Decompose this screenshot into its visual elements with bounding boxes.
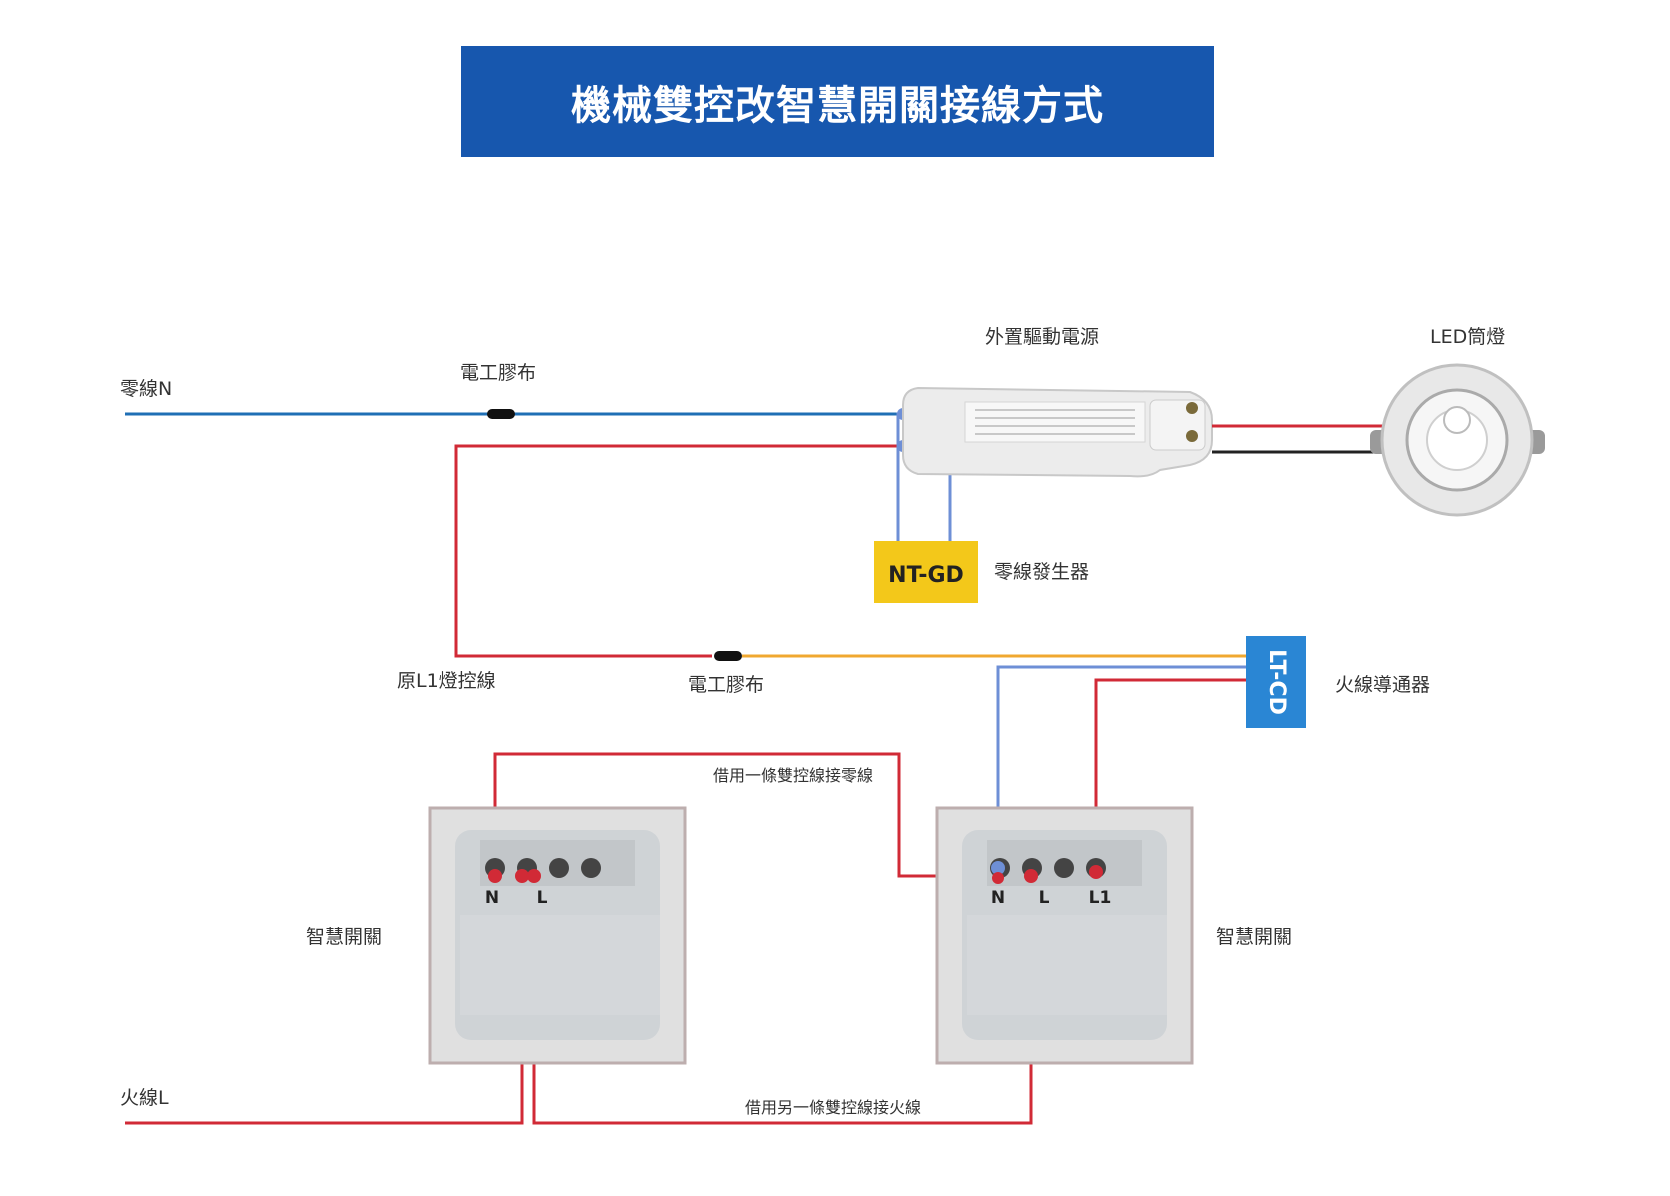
right-terminal-l1-dot (1089, 865, 1103, 879)
l1-control-wire-red (454, 444, 903, 658)
driver-label: 外置驅動電源 (985, 326, 1100, 348)
right-terminal-l-dot (1024, 869, 1038, 883)
ltcd-to-switch-neutral (996, 665, 1246, 868)
ntgd-wire-bottom (896, 444, 903, 541)
driver-screw-top (1186, 402, 1198, 414)
l1-control-label: 原L1燈控線 (397, 670, 496, 692)
ntgd-box (874, 541, 978, 603)
right-term-l1: L1 (1089, 888, 1112, 908)
title-banner: 機械雙控改智慧開關接線方式 (461, 46, 1214, 157)
borrow-neutral-label: 借用一條雙控線接零線 (713, 766, 874, 785)
ltcd-desc-label: 火線導通器 (1335, 674, 1431, 696)
smart-switch-right: N L L1 (935, 806, 1194, 1065)
borrow-neutral-wire (493, 752, 998, 878)
smart-switch-left-label: 智慧開關 (306, 926, 383, 948)
borrow-live-label: 借用另一條雙控線接火線 (745, 1098, 922, 1117)
tape-mid-marker (714, 651, 742, 661)
tape-top-label: 電工膠布 (460, 362, 537, 384)
right-term-n: N (991, 888, 1005, 908)
right-terminal-n-red-dot (992, 872, 1004, 884)
right-term-l: L (1039, 888, 1050, 908)
left-terminal-n-dot (488, 869, 502, 883)
page-title: 機械雙控改智慧開關接線方式 (571, 82, 1104, 129)
tape-mid-label: 電工膠布 (688, 674, 765, 696)
left-terminal-l-dot-a (515, 869, 529, 883)
left-terminal-l-dot-b (527, 869, 541, 883)
smart-switch-right-label: 智慧開關 (1216, 926, 1293, 948)
led-downlight (1370, 363, 1545, 517)
ntgd-desc-label: 零線發生器 (994, 561, 1090, 583)
ntgd-label: NT-GD (888, 563, 964, 588)
neutral-wire-label: 零線N (120, 378, 173, 400)
tape-top-marker (487, 409, 515, 419)
ltcd-label: LT-CD (1264, 649, 1289, 715)
driver-screw-bottom (1186, 430, 1198, 442)
ltcd-to-switch-l1 (1094, 678, 1246, 868)
live-wire-label: 火線L (120, 1087, 169, 1109)
driver-power-supply (902, 386, 1213, 478)
right-terminal-n-dot (991, 861, 1005, 875)
left-term-l: L (537, 888, 548, 908)
smart-switch-left: N L (428, 806, 687, 1065)
led-light-label: LED筒燈 (1430, 326, 1506, 348)
ltcd-box (1246, 636, 1306, 728)
left-term-n: N (485, 888, 499, 908)
